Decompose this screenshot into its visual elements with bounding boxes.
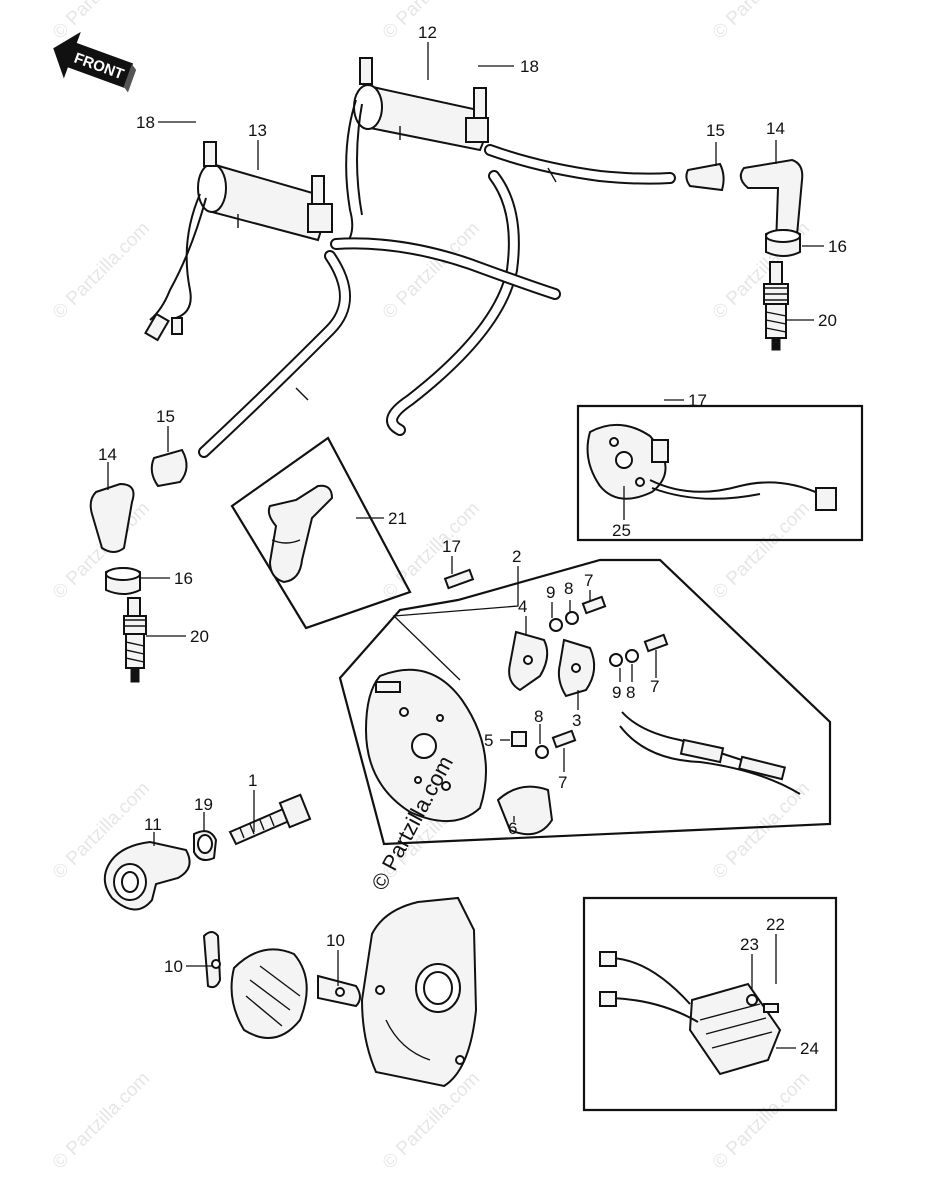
- gasket[interactable]: [230, 948, 308, 1039]
- callout-22: 22: [766, 915, 785, 934]
- callout-6: 6: [508, 819, 517, 838]
- callout-20-right: 20: [818, 311, 837, 330]
- plug-cap-15-left[interactable]: [150, 448, 188, 488]
- callout-numbers: 12 18 18 13 15 14 16 20 17 25 15 14 21 1…: [98, 23, 847, 1058]
- callout-10-right: 10: [326, 931, 345, 950]
- callout-18-top: 18: [520, 57, 539, 76]
- leader-lines: [107, 42, 824, 1049]
- watermark-tile: © Partzilla.com: [379, 218, 484, 323]
- callout-12: 12: [418, 23, 437, 42]
- callout-7-right: 7: [650, 677, 659, 696]
- callout-8-right: 8: [626, 683, 635, 702]
- callout-13: 13: [248, 121, 267, 140]
- clamp-10-left[interactable]: [202, 931, 222, 989]
- seal-16-right[interactable]: [765, 229, 801, 257]
- callout-7-lower: 7: [558, 773, 567, 792]
- callout-5: 5: [484, 731, 493, 750]
- housing-11[interactable]: [103, 840, 191, 911]
- callout-17-top: 17: [688, 391, 707, 410]
- callout-19: 19: [194, 795, 213, 814]
- callout-15-left: 15: [156, 407, 175, 426]
- callout-2: 2: [512, 547, 521, 566]
- callout-15-right: 15: [706, 121, 725, 140]
- watermark-tile: © Partzilla.com: [49, 1068, 154, 1173]
- plug-cap-14-left[interactable]: [89, 482, 135, 553]
- ignition-cover[interactable]: [360, 896, 478, 1088]
- callout-18-left: 18: [136, 113, 155, 132]
- seal-16-left[interactable]: [105, 567, 141, 595]
- watermark-tile: © Partzilla.com: [709, 1068, 814, 1173]
- watermark-tile: © Partzilla.com: [709, 498, 814, 603]
- watermark-tile: © Partzilla.com: [709, 0, 814, 44]
- callout-10-left: 10: [164, 957, 183, 976]
- callout-16-left: 16: [174, 569, 193, 588]
- callout-21: 21: [388, 509, 407, 528]
- ignition-coil-13[interactable]: [144, 141, 333, 342]
- callout-8-lower: 8: [534, 707, 543, 726]
- ignition-coil-12[interactable]: [345, 57, 489, 245]
- callout-9-right: 9: [612, 683, 621, 702]
- spark-plug-20-right[interactable]: [763, 261, 789, 351]
- high-tension-cables: [198, 144, 676, 458]
- front-direction-arrow: FRONT: [53, 31, 137, 93]
- clamp-10-right[interactable]: [317, 974, 361, 1008]
- pickup-base-plate-assembly-2[interactable]: [338, 558, 832, 846]
- spark-plug-20-left[interactable]: [123, 597, 147, 683]
- callout-20-left: 20: [190, 627, 209, 646]
- callout-8-top: 8: [564, 579, 573, 598]
- callout-1: 1: [248, 771, 257, 790]
- callout-14-left: 14: [98, 445, 117, 464]
- callout-17-mid: 17: [442, 537, 461, 556]
- pickup-assembly-25-inset[interactable]: [576, 404, 864, 542]
- callout-3: 3: [572, 711, 581, 730]
- callout-25: 25: [612, 521, 631, 540]
- callout-4: 4: [518, 597, 527, 616]
- callout-9-top: 9: [546, 583, 555, 602]
- watermark-tile: © Partzilla.com: [49, 0, 154, 44]
- callout-16-right: 16: [828, 237, 847, 256]
- callout-7-top: 7: [584, 571, 593, 590]
- callout-14-right: 14: [766, 119, 785, 138]
- callout-23: 23: [740, 935, 759, 954]
- watermark-tile: © Partzilla.com: [49, 218, 154, 323]
- callout-24: 24: [800, 1039, 819, 1058]
- ic-igniter-24-inset[interactable]: [582, 896, 838, 1112]
- bolt-1[interactable]: [228, 793, 312, 846]
- plug-cap-15-right[interactable]: [685, 162, 725, 192]
- plug-cap-21-inset[interactable]: [230, 436, 412, 630]
- callout-11: 11: [144, 815, 162, 834]
- collar-19[interactable]: [193, 830, 218, 861]
